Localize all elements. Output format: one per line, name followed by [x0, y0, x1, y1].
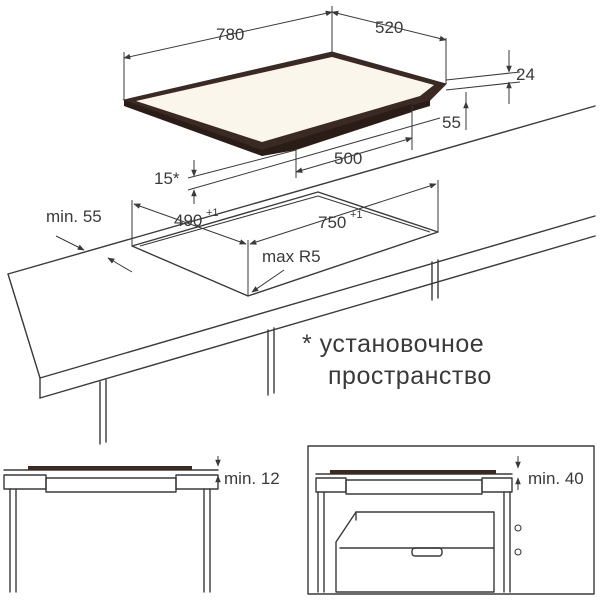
dim-min55: min. 55 — [46, 207, 102, 226]
dim-520: 520 — [375, 18, 403, 37]
dim-24: 24 — [516, 65, 535, 84]
dim-750-tol: +1 — [350, 209, 363, 221]
detail-right-label: min. 40 — [528, 469, 584, 488]
detail-right — [307, 445, 595, 595]
hob — [122, 51, 447, 156]
dim-750: 750 — [318, 213, 346, 232]
note-line-2: пространство — [328, 362, 492, 390]
note-line-1: * установочное — [302, 330, 484, 358]
dim-490-tol: +1 — [206, 207, 219, 219]
dim-radius: max R5 — [262, 247, 321, 266]
cutout — [55, 180, 439, 297]
dim-55: 55 — [442, 113, 461, 132]
detail-left — [3, 456, 221, 593]
detail-left-label: min. 12 — [224, 469, 280, 488]
dim-490: 490 — [174, 211, 202, 230]
dim-780: 780 — [216, 25, 244, 44]
countertop — [7, 105, 596, 445]
hob-dimensions — [123, 6, 521, 204]
dim-15: 15* — [154, 169, 180, 188]
dim-500: 500 — [334, 149, 362, 168]
